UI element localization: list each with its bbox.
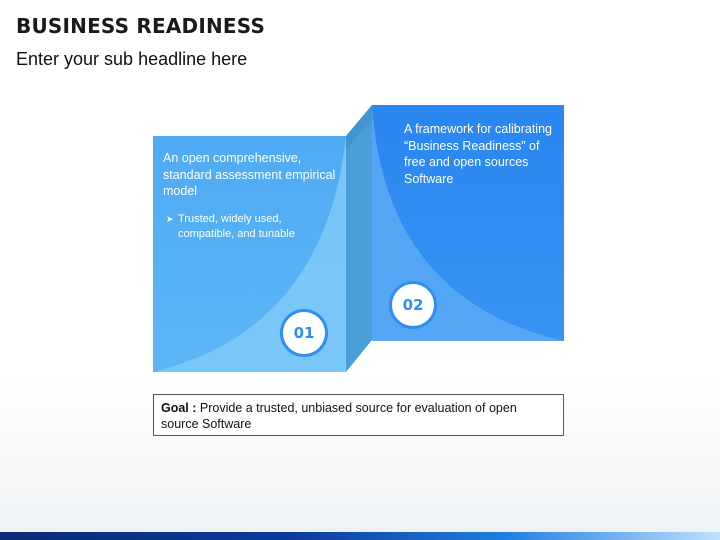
panel-01-text: An open comprehensive, standard assessme… [163, 151, 336, 198]
goal-box: Goal : Provide a trusted, unbiased sourc… [153, 394, 564, 436]
panel-01-bullet-text: Trusted, widely used, compatible, and tu… [178, 213, 295, 240]
page-title: BUSINESS READINESS [16, 14, 266, 38]
badge-01: 01 [280, 309, 328, 357]
panel-01-bullet: ➤ Trusted, widely used, compatible, and … [166, 212, 338, 242]
panel-02-text: A framework for calibrating “Business Re… [404, 122, 552, 186]
badge-02: 02 [389, 281, 437, 329]
goal-label: Goal : [161, 401, 197, 415]
fold-shade [346, 105, 372, 150]
footer-bar [0, 532, 720, 540]
badge-02-number: 02 [402, 296, 424, 314]
goal-text: Provide a trusted, unbiased source for e… [161, 401, 517, 431]
fold-connector [346, 105, 372, 372]
badge-01-number: 01 [293, 324, 315, 342]
bullet-arrow-icon: ➤ [166, 214, 174, 224]
page-subtitle: Enter your sub headline here [16, 49, 248, 69]
